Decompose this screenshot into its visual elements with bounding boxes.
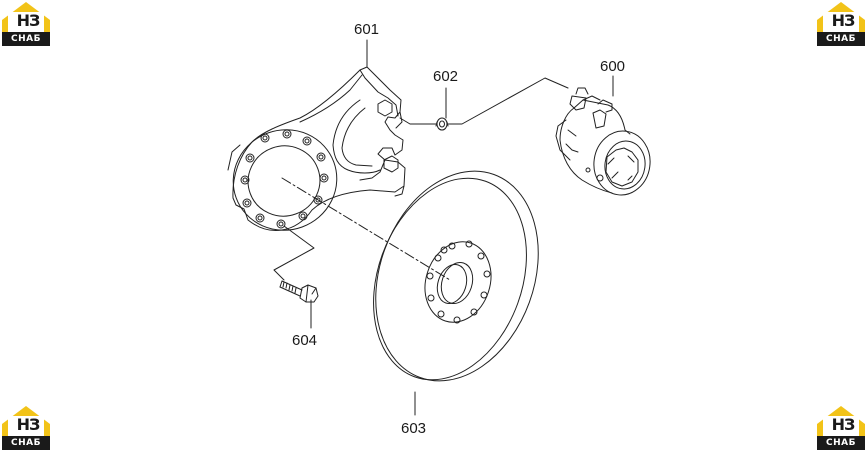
brand-logo-bottom-left: НЗ СНАБ (0, 404, 52, 452)
logo-text-top: НЗ (16, 11, 41, 30)
callout-601: 601 (354, 21, 380, 38)
callout-600: 600 (600, 58, 626, 75)
logo-house-icon (2, 406, 50, 450)
callout-603: 603 (401, 420, 427, 437)
callout-604: 604 (292, 332, 318, 349)
logo-house-icon (2, 2, 50, 46)
logo-text-bottom: СНАБ (826, 438, 856, 448)
bolt-604 (279, 280, 319, 303)
logo-text-bottom: СНАБ (11, 34, 41, 44)
logo-text-top: НЗ (831, 415, 856, 434)
logo-text-bottom: СНАБ (11, 438, 41, 448)
brand-logo-top-right: НЗ СНАБ (815, 0, 867, 48)
caliper-unit-600 (555, 87, 651, 196)
callout-602: 602 (433, 68, 459, 85)
logo-house-icon (817, 2, 865, 46)
center-axis-line (281, 177, 451, 281)
washer-602 (435, 117, 449, 131)
logo-house-icon (817, 406, 865, 450)
logo-text-top: НЗ (16, 415, 41, 434)
leader-lines (273, 39, 614, 416)
logo-text-bottom: СНАБ (826, 34, 856, 44)
logo-text-top: НЗ (831, 11, 856, 30)
caliper-bracket-601 (227, 66, 406, 231)
brand-logo-top-left: НЗ СНАБ (0, 0, 52, 48)
brake-disc-603 (373, 170, 539, 382)
brand-logo-bottom-right: НЗ СНАБ (815, 404, 867, 452)
